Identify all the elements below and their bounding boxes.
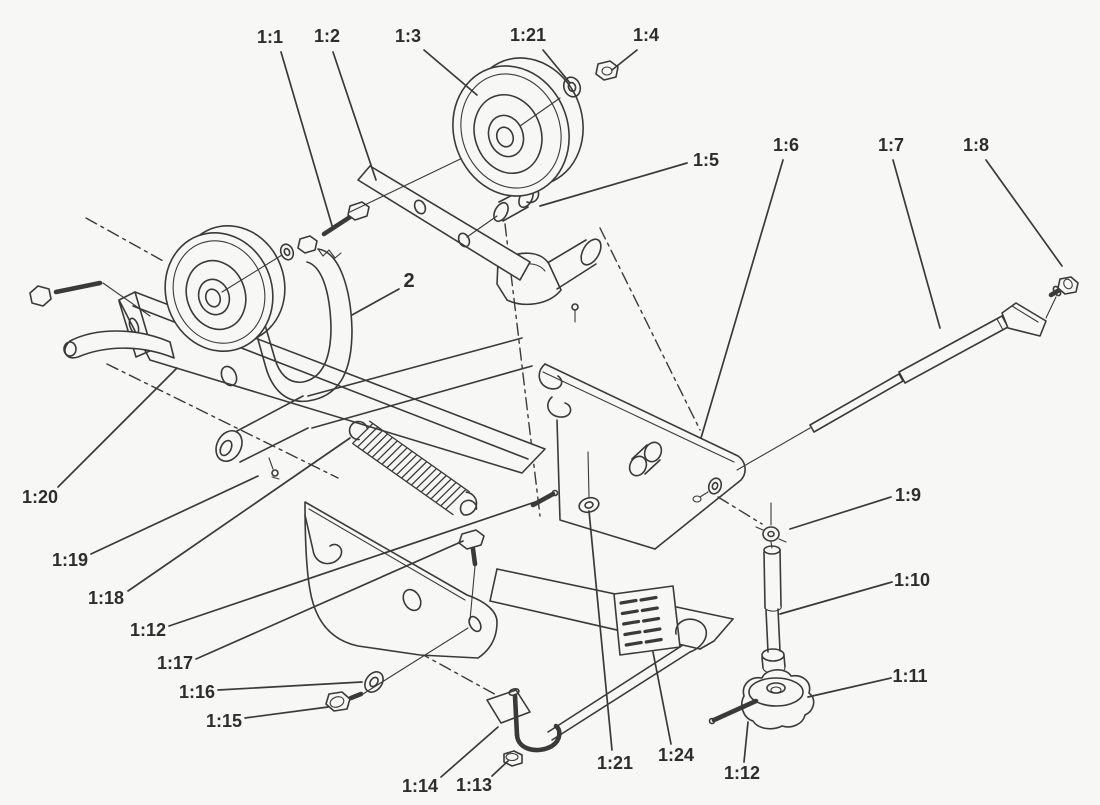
- leader-line-1-10: [779, 581, 893, 615]
- leader-line-1-11: [807, 677, 892, 698]
- leader-line-1-5: [539, 162, 688, 207]
- leader-line-1-12: [168, 499, 542, 627]
- callout-label-1-6: 1:6: [773, 135, 799, 155]
- bolt-far-left: [29, 280, 151, 317]
- leader-line-1-24: [652, 651, 672, 745]
- leader-line-1-7: [892, 159, 941, 329]
- leader-line-1-21: [588, 510, 613, 751]
- bottom-left-hardware: [325, 627, 469, 712]
- top-pulley-assembly: [349, 57, 619, 213]
- leader-line-2: [351, 288, 400, 316]
- callout-label-1-2: 1:2: [314, 26, 340, 46]
- pivot-channel: [496, 238, 602, 323]
- leader-line-1-14: [440, 726, 499, 778]
- callout-label-1-5: 1:5: [693, 150, 719, 170]
- bottom-plate: [304, 501, 498, 659]
- centerlines: [85, 217, 763, 698]
- leader-line-1-18: [127, 437, 351, 592]
- idler-v-bracket: [251, 248, 353, 403]
- callout-label-2: 2: [403, 270, 414, 292]
- hook-arm: [63, 330, 175, 359]
- callout-label-1-18: 1:18: [88, 588, 124, 608]
- adjustment-rod: [736, 276, 1079, 471]
- callout-label-1-13: 1:13: [456, 775, 492, 795]
- leader-line-1-17: [195, 540, 464, 660]
- callout-label-1-14: 1:14: [402, 776, 438, 796]
- callout-label-1-16: 1:16: [179, 682, 215, 702]
- leader-line-1-3: [423, 49, 478, 96]
- callout-label-1-17: 1:17: [157, 653, 193, 673]
- callout-label-1-9: 1:9: [895, 485, 921, 505]
- callout-label-1-11: 1:11: [892, 666, 927, 686]
- idler-arm: [357, 165, 531, 281]
- leader-line-1-1: [280, 51, 334, 230]
- callout-label-1-1: 1:1: [257, 27, 283, 47]
- leader-line-1-9: [789, 496, 892, 530]
- leader-line-1-16: [217, 681, 363, 691]
- leader-line-1-8: [985, 159, 1063, 267]
- callout-label-1-8: 1:8: [963, 135, 989, 155]
- pivot-tube: [215, 337, 533, 480]
- lower-rail: [489, 568, 734, 741]
- callout-label-1-4: 1:4: [633, 25, 659, 45]
- leader-line-1-4: [611, 49, 638, 71]
- callout-label-1-3: 1:3: [395, 26, 421, 46]
- callout-label-1-21: 1:21: [597, 753, 633, 773]
- leader-line-1-20: [57, 367, 178, 488]
- leader-line-1-21: [542, 49, 571, 84]
- main-bracket: [538, 363, 746, 550]
- callout-label-1-12: 1:12: [130, 620, 166, 640]
- leader-line-1-15: [244, 706, 329, 719]
- callout-label-1-20: 1:20: [22, 487, 58, 507]
- leader-line-1-13: [491, 760, 509, 777]
- callout-label-1-19: 1:19: [52, 550, 88, 570]
- callout-label-1-12: 1:12: [724, 763, 760, 783]
- left-pulley-assembly: [164, 201, 370, 353]
- leader-line-1-6: [700, 159, 784, 439]
- leader-line-1-19: [90, 475, 259, 555]
- callout-label-1-15: 1:15: [206, 711, 242, 731]
- leader-line-1-2: [332, 51, 377, 181]
- height-adjuster: [708, 502, 815, 730]
- extension-spring: [348, 420, 478, 516]
- center-hardware: [458, 451, 600, 621]
- callout-label-1-7: 1:7: [878, 135, 904, 155]
- callout-label-1-10: 1:10: [894, 570, 930, 590]
- callout-label-1-24: 1:24: [658, 745, 694, 765]
- callout-label-1-21: 1:21: [510, 25, 546, 45]
- j-bolt: [486, 687, 562, 767]
- leader-line-1-12: [743, 721, 749, 763]
